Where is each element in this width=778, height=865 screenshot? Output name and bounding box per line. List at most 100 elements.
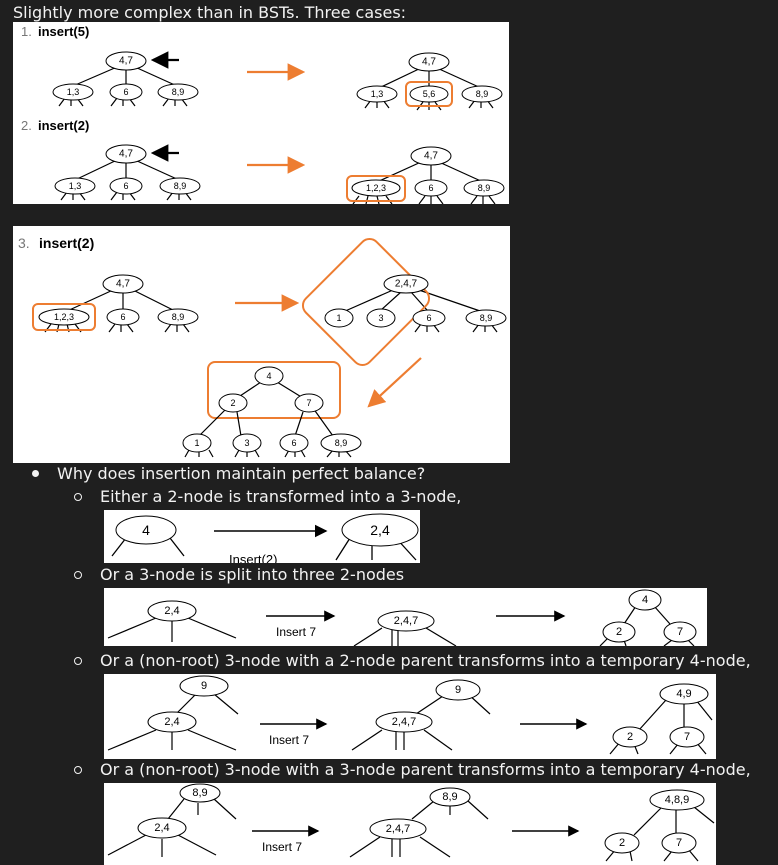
node-3 [366,308,396,328]
node-2-label: 2 [627,731,633,743]
two-node-parent-svg: 9 2,4 Insert 7 9 2,4,7 4,9 2 7 [107,675,713,755]
node-6 [279,433,309,453]
node-2-4-label: 2,4 [164,605,179,617]
case-2-number: 2. [21,118,32,133]
node-2-4 [341,513,419,547]
node-6 [106,308,140,326]
highlight-box [405,81,453,107]
cases-1-2-svg: 1. insert(5) 4,7 1,3 6 8,9 4,7 1,3 5,6 8… [21,24,505,204]
node-2-4-7 [383,274,429,294]
node-1 [324,308,354,328]
sub-bullet-2-text: Or a 3-node is split into three 2-nodes [100,565,405,584]
node-4-7-label: 4,7 [116,279,130,290]
node-6 [412,309,446,327]
highlight-box [207,361,341,419]
node-4-7 [408,52,450,72]
node-8-9-label: 8,9 [192,787,207,799]
orange-arrow-diagonal [367,357,422,408]
node-8-9-label: 8,9 [174,181,187,191]
sub-bullet-4-text: Or a (non-root) 3-node with a 3-node par… [100,760,751,779]
case-1-label: insert(5) [38,24,89,39]
node-1-3 [52,83,94,101]
three-node-parent-svg: 8,9 2,4 Insert 7 8,9 2,4,7 4,8,9 2 7 [107,783,715,862]
node-7-label: 7 [684,731,690,743]
sub-bullet-3: Or a (non-root) 3-node with a 2-node par… [74,651,751,670]
node-2 [602,621,636,643]
node-1 [182,433,212,453]
node-2-4 [137,817,187,839]
case-1-number: 1. [21,24,32,39]
node-2-4-label: 2,4 [164,716,179,728]
node-8-9 [429,787,471,807]
node-7 [663,621,697,643]
diagram-panel-2-node-parent: 9 2,4 Insert 7 9 2,4,7 4,9 2 7 [104,674,716,759]
node-8-9 [159,177,201,195]
node-4-label: 4 [642,594,648,606]
node-7-label: 7 [306,398,311,408]
bullet-ring [74,492,82,501]
node-6 [109,177,143,195]
node-6-label: 6 [291,438,296,448]
node-6-label: 6 [428,183,433,193]
node-6-label: 6 [426,313,431,323]
node-1-label: 1 [194,438,199,448]
node-2-4-7-label: 2,4,7 [386,823,410,835]
node-6 [109,83,143,101]
split-svg: 2,4 Insert 7 2,4,7 4 2 7 [107,589,697,646]
diagram-panel-3-node-split: 2,4 Insert 7 2,4,7 4 2 7 [104,588,707,646]
node-2-4-7-label: 2,4,7 [394,615,418,627]
node-4-7-label: 4,7 [119,149,133,160]
insert-7-caption: Insert 7 [269,733,309,747]
node-2-4 [147,711,197,733]
tree-edges [107,798,715,862]
node-7-label: 7 [676,837,682,849]
node-7 [669,726,705,748]
case-3-number: 3. [18,235,30,251]
intro-text: Slightly more complex than in BSTs. Thre… [13,3,407,22]
node-4-label: 4 [142,522,150,538]
node-9-label: 9 [201,680,207,692]
node-1-2-3-label: 1,2,3 [54,312,74,322]
diagram-panel-case-3: 3. insert(2) 4,7 1,2,3 6 8,9 2,4,7 1 3 6… [13,226,510,463]
node-8-9-label: 8,9 [476,89,489,99]
node-4-7 [102,274,144,294]
node-4-9-label: 4,9 [676,688,691,700]
node-4-9 [659,683,709,705]
node-9 [179,675,229,697]
node-8-9 [157,308,199,326]
node-6 [414,179,448,197]
node-5-6 [409,85,449,103]
sub-bullet-1-text: Either a 2-node is transformed into a 3-… [100,487,462,506]
node-4-8-9 [649,789,705,811]
node-8-9-label: 8,9 [442,791,457,803]
insert-2-caption: Insert(2) [229,552,277,563]
bullet-dot [32,470,39,477]
node-2 [604,832,640,854]
node-1-3-label: 1,3 [67,87,80,97]
node-2-4-7 [375,711,433,733]
insert-7-caption: Insert 7 [262,840,302,854]
node-2-4 [147,600,197,622]
node-8-9-label: 8,9 [172,87,185,97]
node-6-label: 6 [123,181,128,191]
node-9-label: 9 [455,684,461,696]
node-4 [115,515,177,545]
diagram-panel-2-node: 4 2,4 Insert(2) [104,510,420,563]
bullet-ring [74,765,82,774]
question-text: Why does insertion maintain perfect bala… [57,464,426,483]
node-6-label: 6 [123,87,128,97]
two-node-svg: 4 2,4 Insert(2) [111,513,419,563]
sub-bullet-1: Either a 2-node is transformed into a 3-… [74,487,461,506]
node-8-9-label: 8,9 [335,438,348,448]
node-8-9-label: 8,9 [480,313,493,323]
node-2-label: 2 [616,626,622,638]
node-2-4-label: 2,4 [154,822,169,834]
node-4-7 [410,146,452,166]
node-4-7-label: 4,7 [119,56,133,67]
node-5-6-label: 5,6 [423,89,436,99]
node-2 [218,393,248,413]
node-1-3-label: 1,3 [69,181,82,191]
node-8-9-label: 8,9 [172,312,185,322]
node-3 [232,433,262,453]
node-4 [628,589,662,611]
